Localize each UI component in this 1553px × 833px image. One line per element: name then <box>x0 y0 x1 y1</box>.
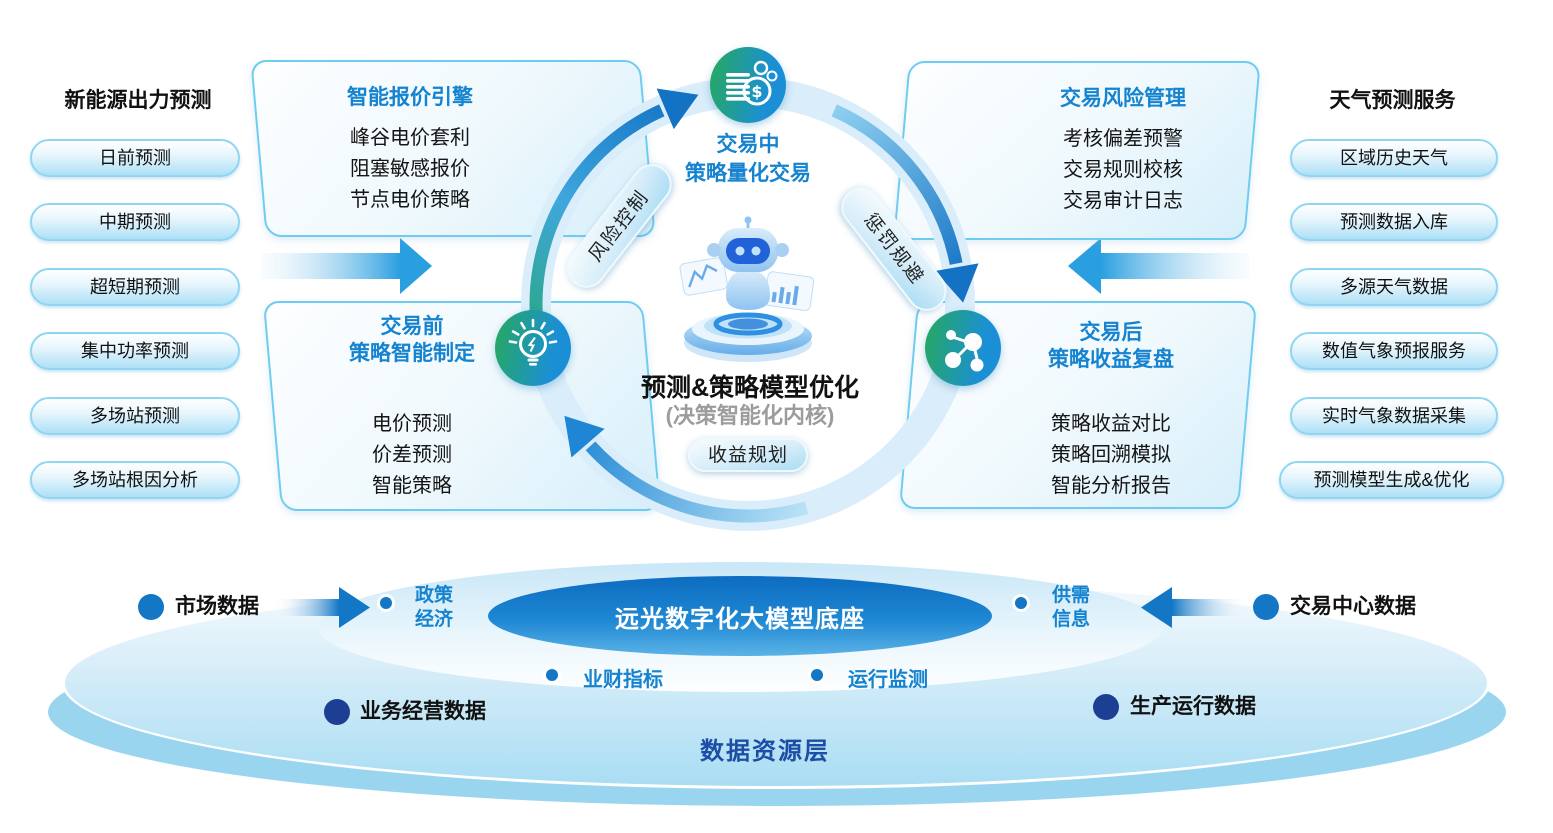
right-pill-3: 数值气象预报服务 <box>1290 332 1498 370</box>
business-data-bullet <box>324 699 350 725</box>
trade-center-bullet <box>1253 594 1279 620</box>
left-pill-5: 多场站根因分析 <box>30 461 240 499</box>
trade-center-label: 交易中心数据 <box>1290 595 1416 618</box>
policy-economy-line1: 政策 <box>415 585 454 606</box>
pre-trade-item-0: 电价预测 <box>372 413 452 435</box>
supply-demand-bullet <box>1015 597 1027 609</box>
panel-risk-mgmt-title: 交易风险管理 <box>1060 87 1186 110</box>
risk-mgmt-item-2: 交易审计日志 <box>1063 190 1183 212</box>
production-data-bullet <box>1093 694 1119 720</box>
arc-arrow-post-to-pre <box>564 415 809 523</box>
pre-trade-title-line2: 策略智能制定 <box>349 342 475 365</box>
right-feed-arrow <box>1068 238 1249 294</box>
right-column-title: 天气预测服务 <box>1329 89 1456 112</box>
supply-demand-label: 供需 信息 <box>1052 584 1090 632</box>
tag-revenue-plan: 收益规划 <box>688 438 808 472</box>
lightbulb-icon <box>495 310 571 386</box>
supply-demand-line2: 信息 <box>1052 609 1091 630</box>
right-pill-5: 预测模型生成&优化 <box>1279 461 1504 499</box>
business-data-label: 业务经营数据 <box>360 700 486 723</box>
post-trade-item-1: 策略回溯模拟 <box>1051 444 1171 466</box>
arc-arrow-pre-to-in <box>529 88 699 335</box>
trade-center-arrow <box>1141 587 1247 628</box>
pre-trade-item-1: 价差预测 <box>372 444 452 466</box>
market-data-label: 市场数据 <box>175 595 259 618</box>
left-feed-arrow <box>262 238 432 294</box>
market-data-bullet <box>138 594 164 620</box>
panel-quote-engine-title: 智能报价引擎 <box>347 86 473 109</box>
market-data-arrow <box>273 587 370 628</box>
panel-pre-trade: 交易前 策略智能制定 电价预测 价差预测 智能策略 <box>262 301 662 511</box>
left-pill-3: 集中功率预测 <box>30 332 240 370</box>
supply-demand-line1: 供需 <box>1052 585 1091 606</box>
left-pill-1: 中期预测 <box>30 203 240 241</box>
left-pill-4: 多场站预测 <box>30 397 240 435</box>
pre-trade-item-2: 智能策略 <box>372 475 452 497</box>
quote-engine-item-0: 峰谷电价套利 <box>350 127 470 149</box>
operation-monitor-bullet <box>811 669 823 681</box>
data-layer-label: 数据资源层 <box>700 738 830 765</box>
risk-mgmt-item-1: 交易规则校核 <box>1063 159 1183 181</box>
robot-chart-card-left <box>679 257 728 296</box>
platform-label: 远光数字化大模型底座 <box>615 605 865 633</box>
right-pill-1: 预测数据入库 <box>1290 203 1498 241</box>
right-pill-0: 区域历史天气 <box>1290 139 1498 177</box>
pre-trade-title-line1: 交易前 <box>380 315 444 338</box>
post-trade-title-line1: 交易后 <box>1079 321 1143 344</box>
policy-economy-label: 政策 经济 <box>415 584 453 632</box>
right-pill-2: 多源天气数据 <box>1290 268 1498 306</box>
core-subtitle: (决策智能化内核) <box>665 403 835 428</box>
arc-arrow-in-to-post <box>831 104 979 303</box>
left-pill-2: 超短期预测 <box>30 268 240 306</box>
quote-engine-item-1: 阻塞敏感报价 <box>350 158 470 180</box>
post-trade-item-0: 策略收益对比 <box>1051 413 1171 435</box>
robot-illustration <box>679 216 815 362</box>
post-trade-item-2: 智能分析报告 <box>1051 475 1171 497</box>
core-title: 预测&策略模型优化 <box>640 374 860 402</box>
robot-chart-card-right <box>764 271 815 312</box>
policy-economy-bullet <box>380 597 392 609</box>
finance-metrics-bullet <box>546 669 558 681</box>
in-trade-title-line2: 策略量化交易 <box>685 162 811 185</box>
risk-mgmt-item-0: 考核偏差预警 <box>1063 128 1183 150</box>
policy-economy-line2: 经济 <box>415 609 454 630</box>
left-pill-0: 日前预测 <box>30 139 240 177</box>
coins-icon: $ <box>710 47 786 123</box>
stage-in-trade-label: 交易中 策略量化交易 <box>618 130 878 188</box>
quote-engine-item-2: 节点电价策略 <box>350 189 470 211</box>
operation-monitor-label: 运行监测 <box>848 669 928 691</box>
panel-post-trade: 交易后 策略收益复盘 策略收益对比 策略回溯模拟 智能分析报告 <box>898 301 1258 509</box>
production-data-label: 生产运行数据 <box>1130 695 1256 718</box>
right-pill-4: 实时气象数据采集 <box>1290 397 1498 435</box>
left-column-title: 新能源出力预测 <box>64 89 212 112</box>
finance-metrics-label: 业财指标 <box>583 669 663 691</box>
platform-ellipse: 远光数字化大模型底座 <box>488 576 992 656</box>
in-trade-title-line1: 交易中 <box>716 133 780 156</box>
panel-risk-mgmt: 交易风险管理 考核偏差预警 交易规则校核 交易审计日志 <box>893 61 1261 240</box>
dollar-glyph: $ <box>751 82 762 101</box>
panel-quote-engine: 智能报价引擎 峰谷电价套利 阻塞敏感报价 节点电价策略 <box>250 60 656 237</box>
network-icon <box>925 310 1001 386</box>
post-trade-title-line2: 策略收益复盘 <box>1048 348 1174 371</box>
